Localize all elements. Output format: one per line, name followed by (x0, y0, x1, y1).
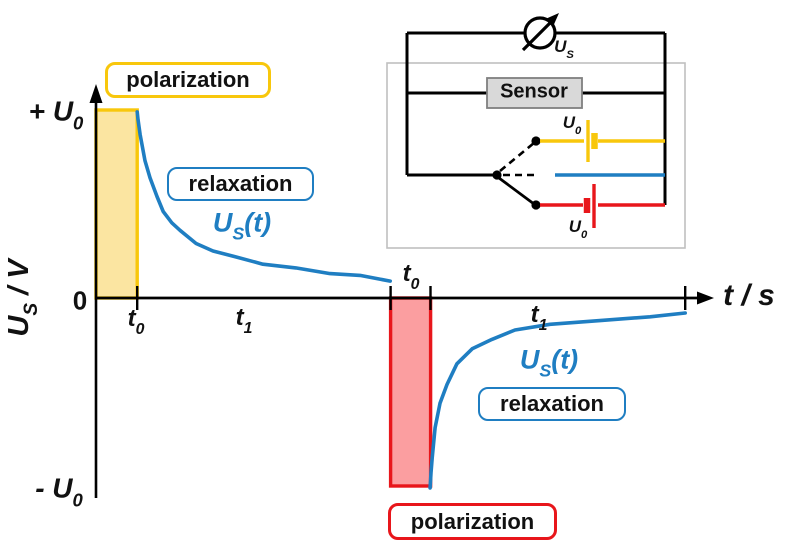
y-tick-minus-u0: - U0 (35, 472, 83, 511)
us-curve-label-first: US(t) (212, 207, 272, 244)
voltmeter-label: US (554, 36, 574, 62)
voltmeter-needle (521, 19, 554, 52)
y-axis-title: US / V (3, 259, 42, 337)
t1-label-first: t1 (235, 304, 253, 337)
y-tick-plus-u0: + U0 (28, 95, 84, 134)
x-axis-arrowhead-icon (697, 291, 714, 305)
axes-group (89, 84, 714, 498)
y-tick-zero: 0 (72, 285, 88, 316)
circuit-inset (386, 13, 686, 249)
switch-contact-dot-negative (531, 200, 541, 210)
us-relaxation-curve-2 (428, 311, 688, 490)
switch-pole-dot (492, 170, 502, 180)
t1-label-second: t1 (530, 301, 548, 334)
us-relaxation-curve-1 (135, 110, 393, 283)
switch-blade-upper-dashed (499, 141, 535, 173)
negative-polarization-region (388, 296, 433, 488)
us-curve-label-second: US(t) (519, 344, 579, 381)
y-axis-arrowhead-icon (89, 84, 103, 103)
relaxation-badge-positive: relaxation (167, 167, 314, 201)
t0-label-first: t0 (127, 305, 145, 338)
battery-positive-label: U0 (562, 112, 582, 138)
sensor-label: Sensor (500, 80, 568, 103)
chart-data-layer (94, 108, 688, 490)
switch-contact-dot-positive (531, 136, 541, 146)
voltmeter-arrowhead-icon (546, 13, 559, 26)
battery-negative-label: U0 (568, 216, 588, 242)
relaxation-badge-negative: relaxation (478, 387, 626, 421)
sensor-box (486, 77, 583, 109)
switch-blade-lower (498, 176, 535, 206)
polarization-badge-positive: polarization (105, 62, 271, 98)
polarization-badge-negative: polarization (388, 503, 557, 540)
t0-label-second: t0 (402, 260, 420, 293)
x-axis-title: t / s (723, 279, 775, 312)
positive-polarization-region (94, 108, 139, 300)
